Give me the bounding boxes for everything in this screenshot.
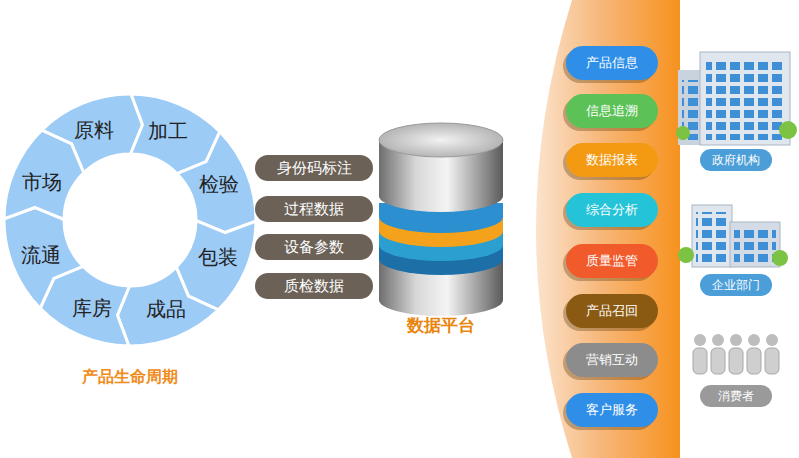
node-text: 原料 [74,117,114,144]
service-pill: 信息追溯 [566,94,658,128]
ring-segment [4,130,84,219]
node-text: 包装 [198,244,238,271]
audience-tag: 消费者 [700,385,772,407]
node-text: 企业部门 [712,277,760,294]
cycle-title: 产品生命周期 [82,367,178,388]
service-pill: 数据报表 [566,143,658,177]
lifecycle-step: 包装 [189,243,247,273]
lifecycle-step: 库房 [63,293,121,323]
service-pill: 产品信息 [566,46,658,80]
node-text: 市场 [22,169,62,196]
lifecycle-step: 原料 [65,116,123,146]
node-text: 数据平台 [407,314,475,337]
node-text: 数据报表 [586,151,638,169]
node-text: 设备参数 [284,238,344,257]
lifecycle-step: 市场 [13,167,71,197]
audience-tag: 政府机构 [700,149,772,171]
node-text: 营销互动 [586,351,638,369]
node-text: 库房 [72,295,112,322]
lifecycle-step: 检验 [190,169,248,199]
service-pill: 质量监管 [566,244,658,278]
lifecycle-step: 加工 [139,117,197,147]
lifecycle-step: 成品 [137,294,195,324]
node-text: 加工 [148,118,188,145]
data-pill: 过程数据 [255,196,373,222]
orange-band [536,0,680,458]
node-text: 政府机构 [712,152,760,169]
node-text: 产品召回 [586,302,638,320]
ring-segment [4,207,83,308]
node-text: 身份码标注 [277,159,352,178]
node-text: 质量监管 [586,252,638,270]
audience-tag: 企业部门 [700,274,772,296]
data-pill: 设备参数 [255,234,373,260]
data-platform: 数据平台 [376,127,506,337]
data-pill: 质检数据 [255,273,373,299]
service-pill: 营销互动 [566,343,658,377]
database-cylinder [379,123,503,316]
ring-segment [177,132,256,233]
ring-segment [117,267,218,346]
lifecycle-ring [4,94,256,346]
node-text: 信息追溯 [586,102,638,120]
node-text: 流通 [21,242,61,269]
consumer-figures [693,334,779,374]
node-text: 过程数据 [284,200,344,219]
node-text: 检验 [199,171,239,198]
lifecycle-step: 流通 [12,241,70,271]
node-text: 客户服务 [586,401,638,419]
node-text: 产品信息 [586,54,638,72]
building-enterprise [678,205,788,267]
node-text: 质检数据 [284,277,344,296]
service-pill: 产品召回 [566,294,658,328]
node-text: 成品 [146,296,186,323]
node-text: 综合分析 [586,201,638,219]
node-text: 消费者 [718,388,754,405]
data-pill: 身份码标注 [255,155,373,181]
building-government [676,52,797,145]
service-pill: 客户服务 [566,393,658,427]
service-pill: 综合分析 [566,193,658,227]
